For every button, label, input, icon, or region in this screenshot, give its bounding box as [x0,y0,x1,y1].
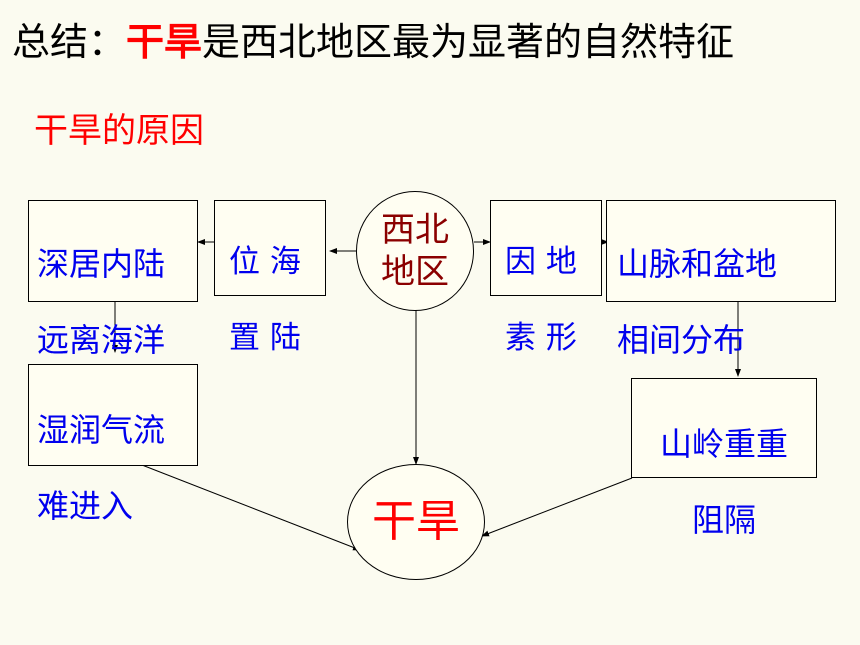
node-drought-label: 干旱 [372,496,460,547]
node-terrain-factor-line2: 素 形 [505,320,577,356]
node-northwest-region: 西北 地区 [356,191,474,311]
node-location-factor: 位 海 置 陆 [214,200,326,356]
node-drought-result: 干旱 [347,464,485,580]
node-mountain-ranges-block: 山岭重重 阻隔 [631,378,817,539]
node-mountains-basins-line1: 山脉和盆地 [617,245,778,283]
node-inland-far-from-ocean: 深居内陆 远离海洋 [28,200,198,359]
node-mountains-basins: 山脉和盆地 相间分布 [606,200,836,359]
node-northwest-region-line1: 西北 [381,210,449,250]
title-prefix: 总结： [12,20,127,64]
node-terrain-factor: 因 地 素 形 [490,200,602,356]
node-northwest-region-line2: 地区 [381,252,449,292]
node-inland-line2: 远离海洋 [37,321,166,359]
node-ranges-line2: 阻隔 [691,501,756,539]
node-moisture-line1: 湿润气流 [37,411,166,449]
node-location-factor-line2: 置 陆 [229,320,301,356]
node-ranges-line1: 山岭重重 [659,425,788,463]
node-moisture-hard-to-enter: 湿润气流 难进入 [28,364,198,525]
node-mountains-basins-line2: 相间分布 [617,321,746,359]
page-title: 总结：干旱是西北地区最为显著的自然特征 [12,14,734,70]
node-location-factor-line1: 位 海 [229,244,301,280]
section-subtitle: 干旱的原因 [34,111,204,151]
title-highlight: 干旱 [126,19,203,64]
arrow-ranges-to-result [481,477,633,537]
title-suffix: 是西北地区最为显著的自然特征 [202,20,735,64]
node-terrain-factor-line1: 因 地 [505,244,577,280]
node-moisture-line2: 难进入 [37,487,134,525]
node-inland-line1: 深居内陆 [37,245,166,283]
